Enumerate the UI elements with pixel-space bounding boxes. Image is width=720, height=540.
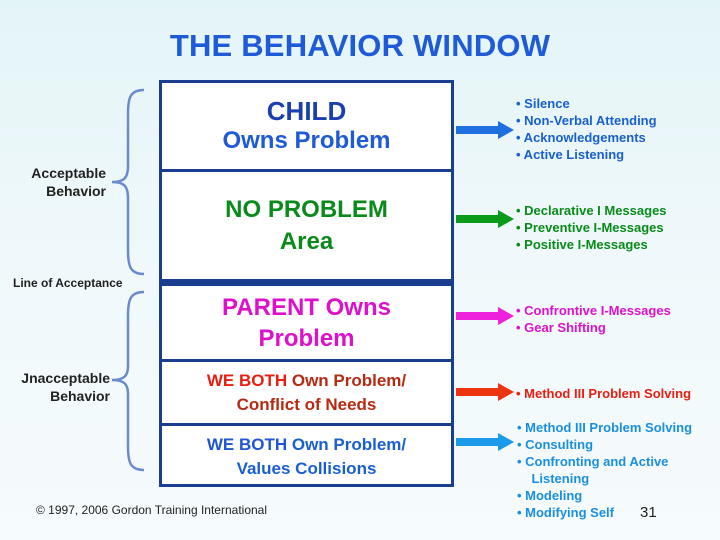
arrow-right-icon: [456, 210, 514, 228]
list-item: • Declarative I Messages: [516, 203, 667, 218]
unacceptable-behavior-label: Jnacceptable Behavior: [21, 370, 110, 404]
list-item: • Modeling: [517, 488, 583, 503]
arrow-right-icon: [456, 383, 514, 401]
list-item: • Method III Problem Solving: [516, 386, 692, 401]
we-both-values-cell: WE BOTH Own Problem/ Values Collisions: [206, 435, 407, 478]
we-both-conflict-cell: WE BOTH Own Problem/ Conflict of Needs: [206, 371, 407, 414]
list-item: Listening: [517, 471, 590, 486]
list-item: • Non-Verbal Attending: [516, 113, 657, 128]
list-item: • Preventive I-Messages: [516, 220, 664, 235]
unacceptable-brace: [111, 290, 145, 472]
divider: [162, 359, 451, 362]
divider: [162, 169, 451, 172]
no-problem-cell: NO PROBLEM Area: [225, 196, 388, 255]
copyright-footer: © 1997, 2006 Gordon Training Internation…: [36, 503, 267, 517]
arrow-right-icon: [456, 433, 514, 451]
acceptable-brace: [111, 88, 145, 276]
behavior-window: CHILD Owns Problem NO PROBLEM Area PAREN…: [159, 80, 454, 487]
list-item: • Consulting: [517, 437, 594, 452]
list-item: • Confronting and Active: [517, 454, 669, 469]
child-owns-problem-cell: CHILD Owns Problem: [222, 96, 391, 154]
list-item: • Method III Problem Solving: [517, 420, 693, 435]
list-item: • Confrontive I-Messages: [516, 303, 671, 318]
child-skills-list: • Silence • Non-Verbal Attending • Ackno…: [516, 95, 657, 163]
arrow-right-icon: [456, 307, 514, 325]
list-item: • Active Listening: [516, 147, 625, 162]
line-of-acceptance-divider: [162, 279, 451, 286]
no-problem-skills-list: • Declarative I Messages • Preventive I-…: [516, 202, 667, 253]
divider: [162, 423, 451, 426]
list-item: • Positive I-Messages: [516, 237, 648, 252]
line-of-acceptance-label: Line of Acceptance: [13, 276, 123, 290]
values-skills-list: • Method III Problem Solving • Consultin…: [517, 419, 692, 521]
parent-owns-problem-cell: PARENT Owns Problem: [222, 294, 391, 352]
conflict-skills-list: • Method III Problem Solving: [516, 385, 691, 402]
list-item: • Gear Shifting: [516, 320, 606, 335]
slide-title: THE BEHAVIOR WINDOW: [169, 28, 551, 63]
list-item: • Modifying Self: [517, 505, 614, 520]
list-item: • Acknowledgements: [516, 130, 646, 145]
page-number: 31: [640, 504, 657, 521]
arrow-right-icon: [456, 121, 514, 139]
parent-skills-list: • Confrontive I-Messages • Gear Shifting: [516, 302, 671, 336]
list-item: • Silence: [516, 96, 570, 111]
acceptable-behavior-label: Acceptable Behavior: [31, 165, 106, 199]
